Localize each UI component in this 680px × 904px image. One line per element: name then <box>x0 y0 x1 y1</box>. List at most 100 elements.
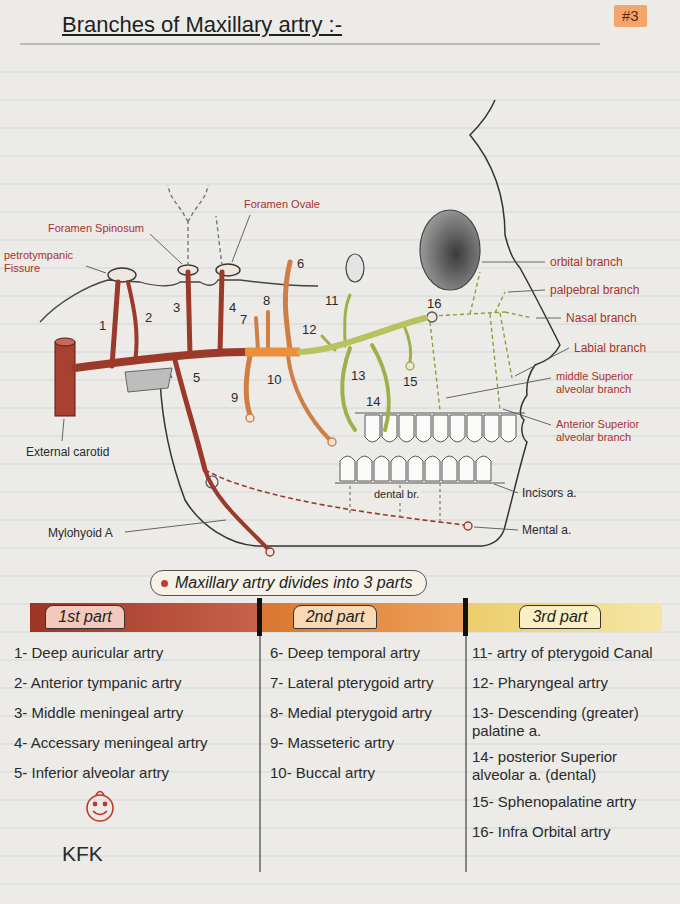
descending-palatine-vessel <box>342 348 355 430</box>
first-part-branches <box>112 272 268 549</box>
leader-line <box>232 215 250 262</box>
node-text: 1st part <box>58 608 111 626</box>
branch-list-item: 4- Accessary meningeal artry <box>14 734 256 752</box>
maxillary-trunk-second-part <box>245 348 300 357</box>
tooth <box>399 415 414 442</box>
leader-line <box>474 527 518 530</box>
anatomy-label: Foramen Ovale <box>244 198 320 211</box>
anatomy-label: dental br. <box>372 488 421 501</box>
callout-number: 2 <box>145 310 152 325</box>
column-divider <box>259 636 260 872</box>
mental-foramen <box>464 522 472 530</box>
petrotympanic-fissure <box>108 268 136 282</box>
branch-list-item: 11- artry of pterygoid Canal <box>472 644 672 662</box>
ruled-line <box>0 240 680 241</box>
callout-number: 13 <box>351 368 365 383</box>
column-divider-bar <box>463 598 468 636</box>
lower-gum-line <box>335 483 505 484</box>
face-profile <box>160 100 560 546</box>
callout-number: 1 <box>99 318 106 333</box>
second-part-strip <box>260 603 464 632</box>
signature: KFK <box>62 842 103 867</box>
leader-line <box>503 409 551 425</box>
tooth <box>501 415 516 442</box>
mylohyoid-vessel <box>205 470 268 549</box>
anatomy-label: palpebral branch <box>550 283 639 297</box>
callout-number: 14 <box>366 394 380 409</box>
anatomy-label: Labial branch <box>574 341 646 355</box>
alveolar-canal-course <box>205 470 465 525</box>
tooth <box>459 456 474 481</box>
terminal-branches <box>470 272 532 378</box>
anatomy-label: Incisors a. <box>522 486 577 500</box>
upper-gum-line <box>355 413 525 414</box>
vessel-end <box>328 438 336 446</box>
pterygoid-canal-vessel <box>345 295 350 346</box>
smiley-mouth <box>93 811 107 815</box>
smiley-eye <box>103 802 106 805</box>
branch-list-item: 2- Anterior tympanic artry <box>14 674 256 692</box>
infraorbital-course <box>432 312 505 316</box>
tooth <box>433 415 448 442</box>
ruled-line <box>0 408 680 409</box>
ruled-line <box>0 492 680 493</box>
branch-list-item: 13- Descending (greater) palatine a. <box>472 704 672 739</box>
ruled-line <box>0 212 680 213</box>
anatomy-label: Nasal branch <box>566 311 637 325</box>
tooth <box>416 415 431 442</box>
branch-list-item: 16- Infra Orbital artry <box>472 823 672 841</box>
callout-number: 8 <box>263 293 270 308</box>
tooth <box>340 456 355 481</box>
summary-band: Maxillary artry divides into 3 parts <box>150 570 427 596</box>
anatomy-label: Mental a. <box>522 523 571 537</box>
branch-list-item: 12- Pharyngeal artry <box>472 674 672 692</box>
ruled-line <box>0 884 680 885</box>
leader-lines <box>62 215 569 532</box>
branch-list-item: 7- Lateral pterygoid artry <box>270 674 462 692</box>
callout-number: 11 <box>325 293 339 308</box>
deep-auricular-vessel <box>112 282 118 366</box>
zygomatic-arch <box>346 254 364 282</box>
anatomy-label: Anterior Superior alveolar branch <box>556 418 668 444</box>
vessel-end <box>266 548 274 556</box>
callout-number: 4 <box>229 300 236 315</box>
callout-number: 12 <box>302 322 316 337</box>
tooth <box>484 415 499 442</box>
branch-list-item: 8- Medial pterygoid artry <box>270 704 462 722</box>
anterior-tympanic-vessel <box>128 282 137 362</box>
column-header: 3rd part <box>519 605 600 629</box>
infraorbital-branches <box>430 272 532 410</box>
anatomy-label: petrotympanic Fissure <box>4 249 84 275</box>
tooth <box>467 415 482 442</box>
external-carotid-vessel <box>55 342 75 416</box>
middle-superior-alveolar-course <box>430 322 440 410</box>
leader-line <box>125 520 226 532</box>
leader-line <box>482 262 545 263</box>
branch-list-item: 3- Middle meningeal artry <box>14 704 256 722</box>
pterygoid-plate <box>125 368 172 392</box>
smiley <box>87 792 113 822</box>
anatomy-label: Foramen Spinosum <box>48 222 148 235</box>
masseteric-vessel <box>246 356 250 415</box>
lateral-pterygoid-vessel <box>256 318 258 350</box>
accessory-meningeal-vessel <box>220 272 222 353</box>
callout-number: 7 <box>240 312 247 327</box>
leader-line <box>494 484 518 493</box>
lower-teeth <box>340 456 491 481</box>
page-number-tag: #3 <box>614 5 647 27</box>
column-divider <box>465 636 466 872</box>
tooth <box>408 456 423 481</box>
callout-number: 16 <box>427 296 441 311</box>
callout-number: 9 <box>231 390 238 405</box>
column-header: 1st part <box>45 605 124 629</box>
branch-list-item: 1- Deep auricular artry <box>14 644 256 662</box>
branch-list-item: 6- Deep temporal artry <box>270 644 462 662</box>
header-rule <box>20 44 600 45</box>
branch-list-item: 10- Buccal artry <box>270 764 462 782</box>
branch-list-item: 14- posterior Superior alveolar a. (dent… <box>472 748 672 783</box>
anterior-superior-alveolar-course <box>490 314 500 410</box>
page-title: Branches of Maxillary artry :- <box>62 12 342 38</box>
vessel-end <box>246 414 254 422</box>
ruled-lines <box>0 72 680 884</box>
